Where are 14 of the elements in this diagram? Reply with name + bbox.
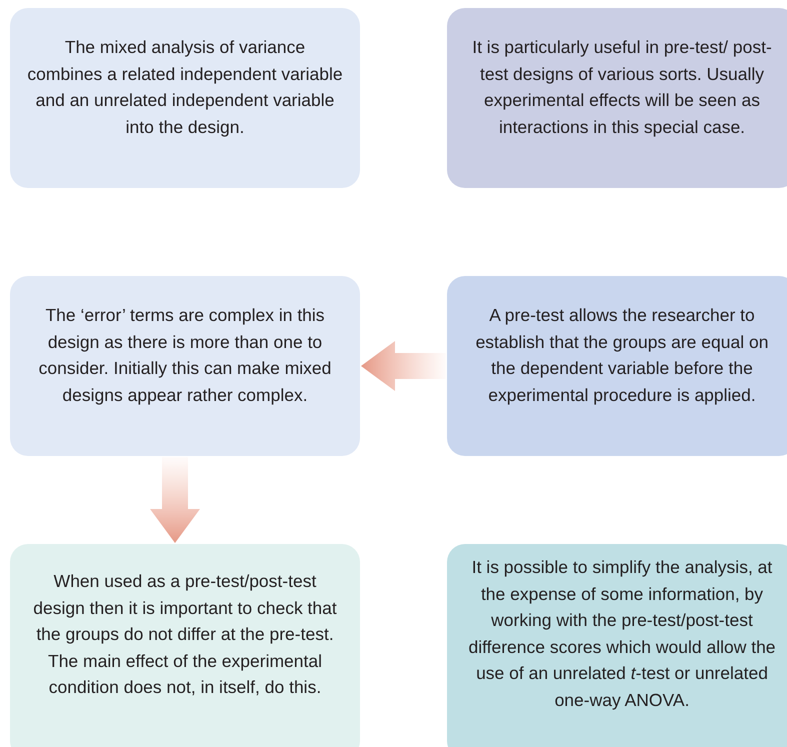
description-text: It is particularly useful in pre-test/ post-test designs of various sorts. Usually experimental effects will be seen as interactions in this special case. xyxy=(471,36,773,139)
description-text: A pre-test allows the researcher to establish that the groups are equal on the dependent variable before the experimental procedure is applied. xyxy=(474,304,770,407)
description-text: The mixed analysis of variance combines a related independent variable and an unrelated independent variable into the design. xyxy=(26,36,344,139)
description-text: The ‘error’ terms are complex in this design as there is more than one to consider. Initially this can make mixed designs appear rather complex. xyxy=(38,304,332,407)
block-arrow xyxy=(361,341,446,391)
block-arrow xyxy=(150,457,200,543)
text-box xyxy=(10,276,360,456)
text-box xyxy=(447,8,787,188)
description-text: It is possible to simplify the analysis, at the expense of some information, by working with the pre-test/post-test difference scores which would allow the use of an unrelated t-test or unrelated one-way ANOVA. xyxy=(467,556,777,712)
description-text: When used as a pre-test/post-test design then it is important to check that the groups do not differ at the pre-test. The main effect of the experimental condition does not, in itself, do this. xyxy=(32,570,338,699)
text-box xyxy=(10,544,360,747)
text-box xyxy=(447,544,787,747)
text-box xyxy=(10,8,360,188)
text-box xyxy=(447,276,787,456)
